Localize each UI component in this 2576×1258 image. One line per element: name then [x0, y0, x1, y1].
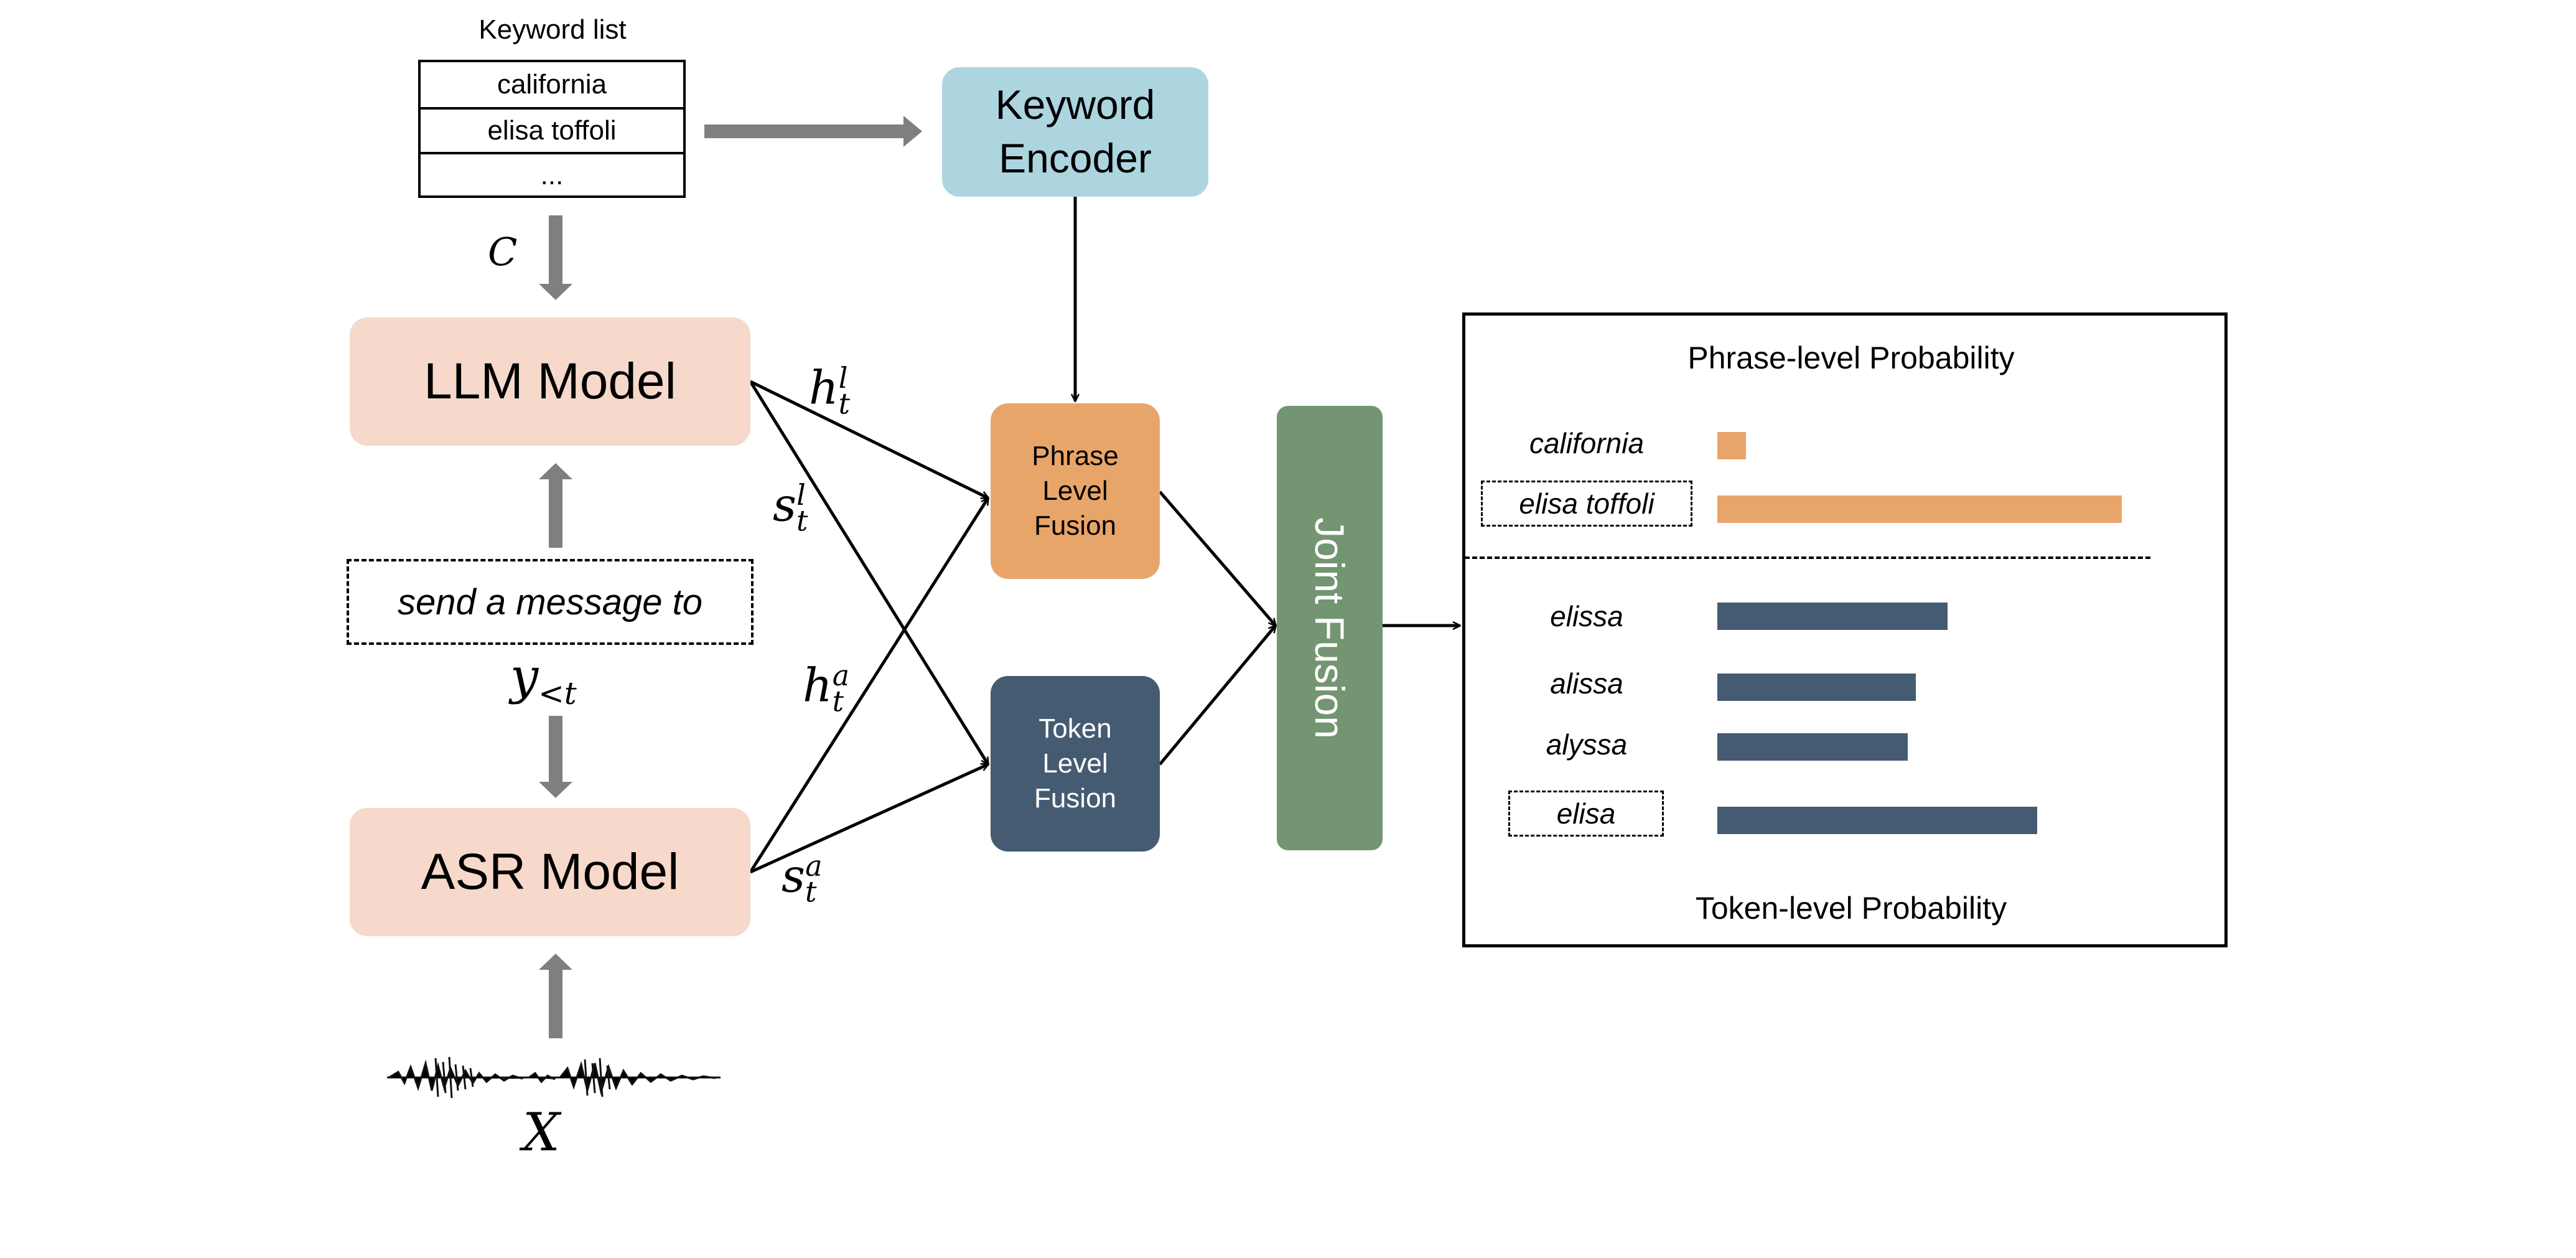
phrase-prob-label: california — [1529, 427, 1645, 459]
arrow-context-to-asr — [539, 716, 572, 798]
keyword-list-item: elisa toffoli — [421, 107, 683, 152]
arrow-list-to-encoder — [704, 116, 922, 147]
arrow-asr-s-to-token — [749, 763, 988, 874]
arrow-list-to-llm — [539, 215, 572, 300]
arrow-token-to-joint — [1159, 626, 1276, 766]
phrase-probability-title: Phrase-level Probability — [1687, 340, 2015, 375]
variable-s-t-l: stl — [773, 478, 808, 538]
variable-h-t-l: htl — [809, 361, 851, 421]
keyword-encoder-label: Keyword Encoder — [995, 82, 1155, 181]
phrase-prob-bar — [1717, 495, 2122, 523]
llm-model-block: LLM Model — [350, 317, 750, 446]
token-prob-bar — [1717, 674, 1916, 701]
black-arrows — [749, 197, 1460, 874]
arrow-context-to-llm — [539, 463, 572, 548]
arrow-asr-h-to-phrase — [749, 498, 990, 873]
phrase-prob-bar — [1717, 432, 1746, 459]
variable-y-less-t: y<t — [510, 647, 577, 711]
token-level-fusion-label: Token Level Fusion — [1034, 713, 1117, 814]
phrase-level-fusion-block: Phrase Level Fusion — [991, 403, 1160, 579]
token-prob-bar — [1717, 733, 1908, 761]
variable-h-t-a: hta — [803, 659, 850, 718]
llm-model-label: LLM Model — [424, 353, 676, 410]
token-prob-label: alissa — [1550, 667, 1623, 700]
token-prob-label: alyssa — [1546, 728, 1628, 761]
variable-s-t-a: sta — [782, 849, 823, 909]
context-text-box: send a message to — [347, 559, 754, 645]
variable-x: X — [523, 1102, 560, 1163]
phrase-prob-label: elisa toffoli — [1481, 481, 1692, 527]
asr-model-block: ASR Model — [350, 808, 750, 936]
arrow-llm-s-to-token — [749, 380, 990, 764]
audio-waveform-icon — [387, 1056, 721, 1099]
arrow-llm-h-to-phrase — [749, 380, 988, 500]
panel-divider — [1465, 556, 2150, 559]
token-prob-label: elisa — [1508, 791, 1664, 837]
grey-arrows — [539, 116, 922, 1038]
arrow-audio-to-asr — [539, 954, 572, 1038]
asr-model-label: ASR Model — [421, 843, 679, 900]
token-prob-label: elissa — [1550, 600, 1623, 632]
keyword-list-item: california — [497, 69, 607, 100]
phrase-level-fusion-label: Phrase Level Fusion — [1032, 440, 1119, 542]
keyword-list-item: ... — [421, 152, 683, 197]
token-prob-bar — [1717, 603, 1948, 630]
token-level-fusion-block: Token Level Fusion — [991, 676, 1160, 852]
keyword-encoder-block: Keyword Encoder — [942, 67, 1208, 197]
context-text: send a message to — [397, 581, 703, 622]
token-prob-bar — [1717, 807, 2037, 834]
arrow-phrase-to-joint — [1159, 491, 1276, 626]
token-probability-title: Token-level Probability — [1695, 891, 2007, 926]
probability-panel — [1462, 312, 2228, 947]
variable-c: C — [488, 229, 518, 275]
joint-fusion-label: Joint Fusion — [1307, 517, 1353, 739]
keyword-list-table: california elisa toffoli ... — [418, 60, 686, 198]
keyword-list-title: Keyword list — [478, 14, 627, 45]
joint-fusion-block: Joint Fusion — [1277, 406, 1383, 850]
